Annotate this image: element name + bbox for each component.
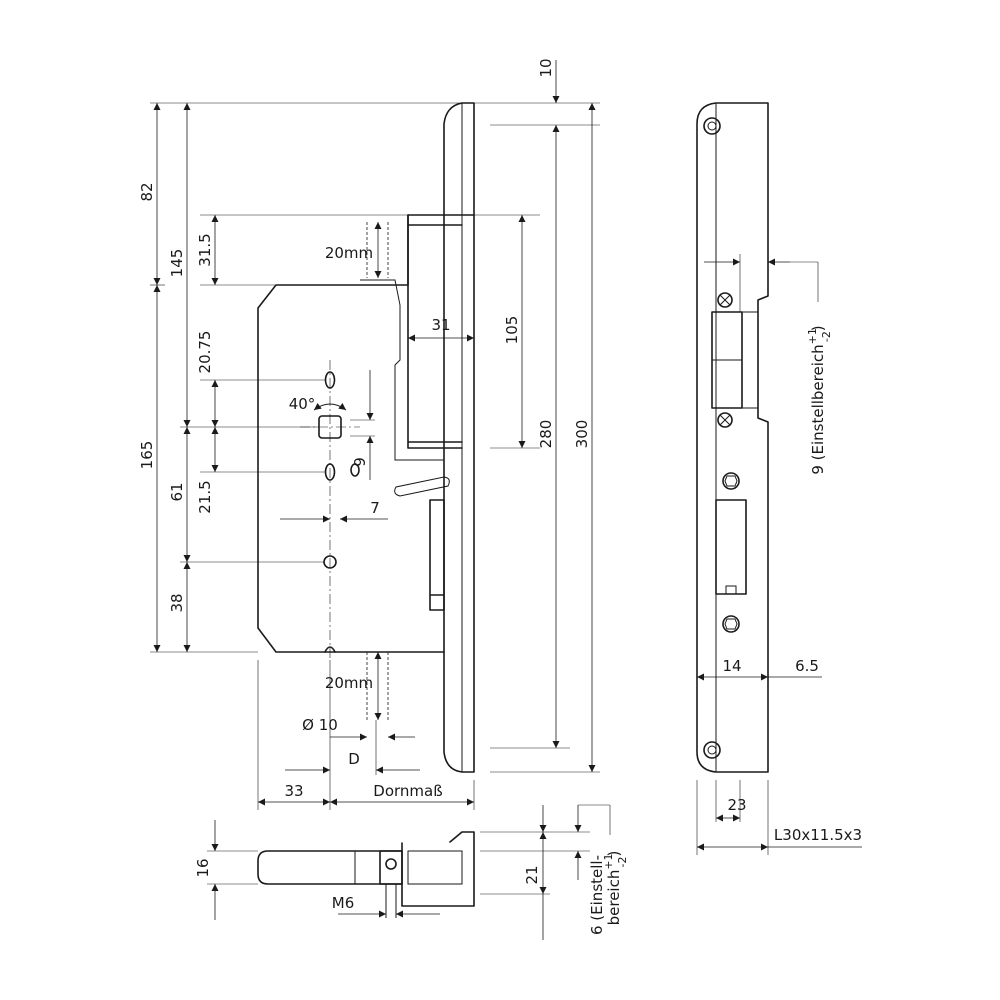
dim-31: 31 — [431, 316, 450, 334]
adjust-screw-bottom — [717, 412, 733, 428]
dim-61: 61 — [168, 482, 186, 501]
strike-screw-top — [703, 117, 721, 135]
dim-23: 23 — [727, 796, 746, 814]
dim-20mm-bottom: 20mm — [325, 674, 373, 692]
side-faceplate — [401, 831, 475, 907]
bolt-opening — [715, 499, 747, 595]
fixing-hole-side — [350, 463, 360, 477]
dim-82: 82 — [138, 182, 156, 201]
strike-screw-top-inner — [707, 121, 717, 131]
lock-case-outline — [257, 214, 475, 653]
strike-hole-lower — [722, 615, 740, 633]
side-latch-block — [407, 850, 463, 885]
dim-9: 9 — [351, 457, 369, 467]
strike-screw-bottom-inner — [707, 745, 717, 755]
side-screw-block — [379, 850, 403, 885]
strike-dimension-labels: 9 (Einstellbereich+1-2) 14 6.5 23 L30x11… — [722, 325, 862, 844]
dim-16: 16 — [194, 858, 212, 877]
side-dimension-labels: 16 21 M6 6 (Einstell- bereich+1-2) — [194, 851, 629, 935]
dim-33: 33 — [284, 782, 303, 800]
bottom-notch — [324, 646, 336, 653]
dim-6-einstellbereich: 6 (Einstell- — [588, 855, 606, 935]
latch-keeper-lip — [741, 311, 759, 409]
dim-145: 145 — [168, 249, 186, 278]
adjust-screw-top-cross — [719, 294, 731, 306]
front-dimension-labels: 10 82 145 31.5 20mm 31 105 280 300 20.75… — [138, 58, 591, 800]
dim-dornmass: Dornmaß — [373, 782, 442, 800]
adjust-screw-bottom-cross — [719, 414, 731, 426]
dim-profile: L30x11.5x3 — [774, 826, 862, 844]
dim-diameter-10: Ø 10 — [302, 716, 338, 734]
strike-dimension-lines — [697, 258, 862, 851]
latch-housing — [360, 279, 444, 461]
dim-D: D — [348, 750, 360, 768]
strike-screw-bottom — [703, 741, 721, 759]
dim-280: 280 — [537, 420, 555, 449]
dim-21-5: 21.5 — [196, 480, 214, 513]
side-screw-hole — [385, 858, 397, 870]
lock-side-view — [257, 831, 475, 918]
dim-14: 14 — [722, 657, 741, 675]
dim-20-75: 20.75 — [196, 331, 214, 374]
dim-10: 10 — [537, 58, 555, 77]
lock-front-view — [257, 102, 475, 773]
side-extension-lines — [207, 804, 611, 895]
dim-7: 7 — [370, 499, 380, 517]
dim-6-einstellbereich-line2: bereich+1-2) — [602, 851, 629, 926]
bolt-opening-tab — [725, 585, 737, 595]
front-dimension-lines — [153, 60, 596, 806]
strike-hole-mid-hex — [724, 475, 738, 487]
side-body-outline — [257, 850, 403, 885]
deadbolt-slot — [429, 499, 445, 611]
faceplate-outline — [443, 102, 475, 773]
dim-6-5: 6.5 — [795, 657, 819, 675]
dim-m6: M6 — [332, 894, 355, 912]
latch-bolt — [407, 214, 463, 449]
strike-plate-outline — [696, 102, 769, 773]
strike-plate-view — [696, 102, 769, 773]
bolt-lever — [394, 476, 450, 497]
strike-hole-lower-hex — [724, 618, 738, 630]
dim-21: 21 — [523, 865, 541, 884]
dim-165: 165 — [138, 441, 156, 470]
dim-40-deg: 40° — [289, 395, 316, 413]
dim-31-5: 31.5 — [196, 233, 214, 266]
dim-9-einstellbereich: 9 (Einstellbereich+1-2) — [806, 325, 833, 474]
strike-hole-mid — [722, 472, 740, 490]
dim-38: 38 — [168, 593, 186, 612]
side-dimension-lines — [211, 805, 582, 940]
front-extension-lines — [150, 102, 600, 810]
adjust-screw-top — [717, 292, 733, 308]
dim-20mm-top: 20mm — [325, 244, 373, 262]
dim-105: 105 — [503, 316, 521, 345]
dim-300: 300 — [573, 420, 591, 449]
